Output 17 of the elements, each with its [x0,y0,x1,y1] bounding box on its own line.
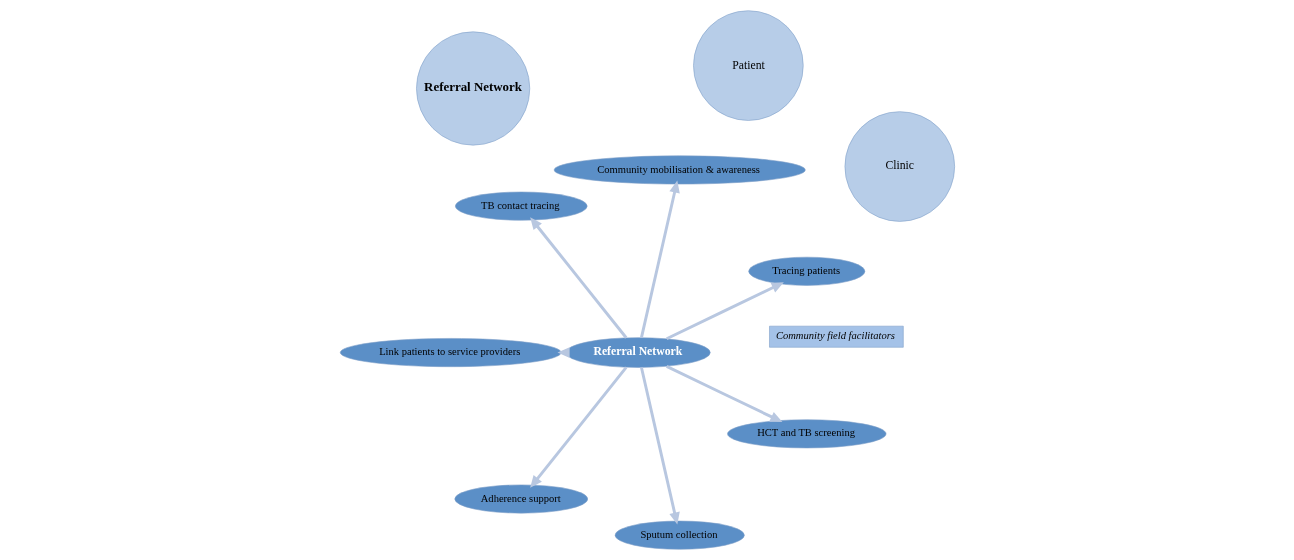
arrow [529,217,627,339]
node-circle: Referral Network [415,31,530,146]
node-ellipse: Tracing patients [747,256,865,286]
node-box: Community field facilitators [768,325,904,348]
arrow [665,282,784,341]
node-circle: Clinic [844,111,955,222]
node-circle: Patient [692,10,804,121]
arrow [665,365,782,423]
node-ellipse: HCT and TB screening [726,419,886,449]
node-ellipse: Adherence support [454,484,588,514]
node-ellipse: Link patients to service providers [339,338,561,367]
arrow [639,180,680,338]
node-ellipse: Community mobilisation & awareness [553,155,806,185]
arrow [529,366,627,488]
node-ellipse: TB contact tracing [454,191,587,221]
arrow [639,367,680,525]
node-ellipse: Sputum collection [614,520,745,550]
